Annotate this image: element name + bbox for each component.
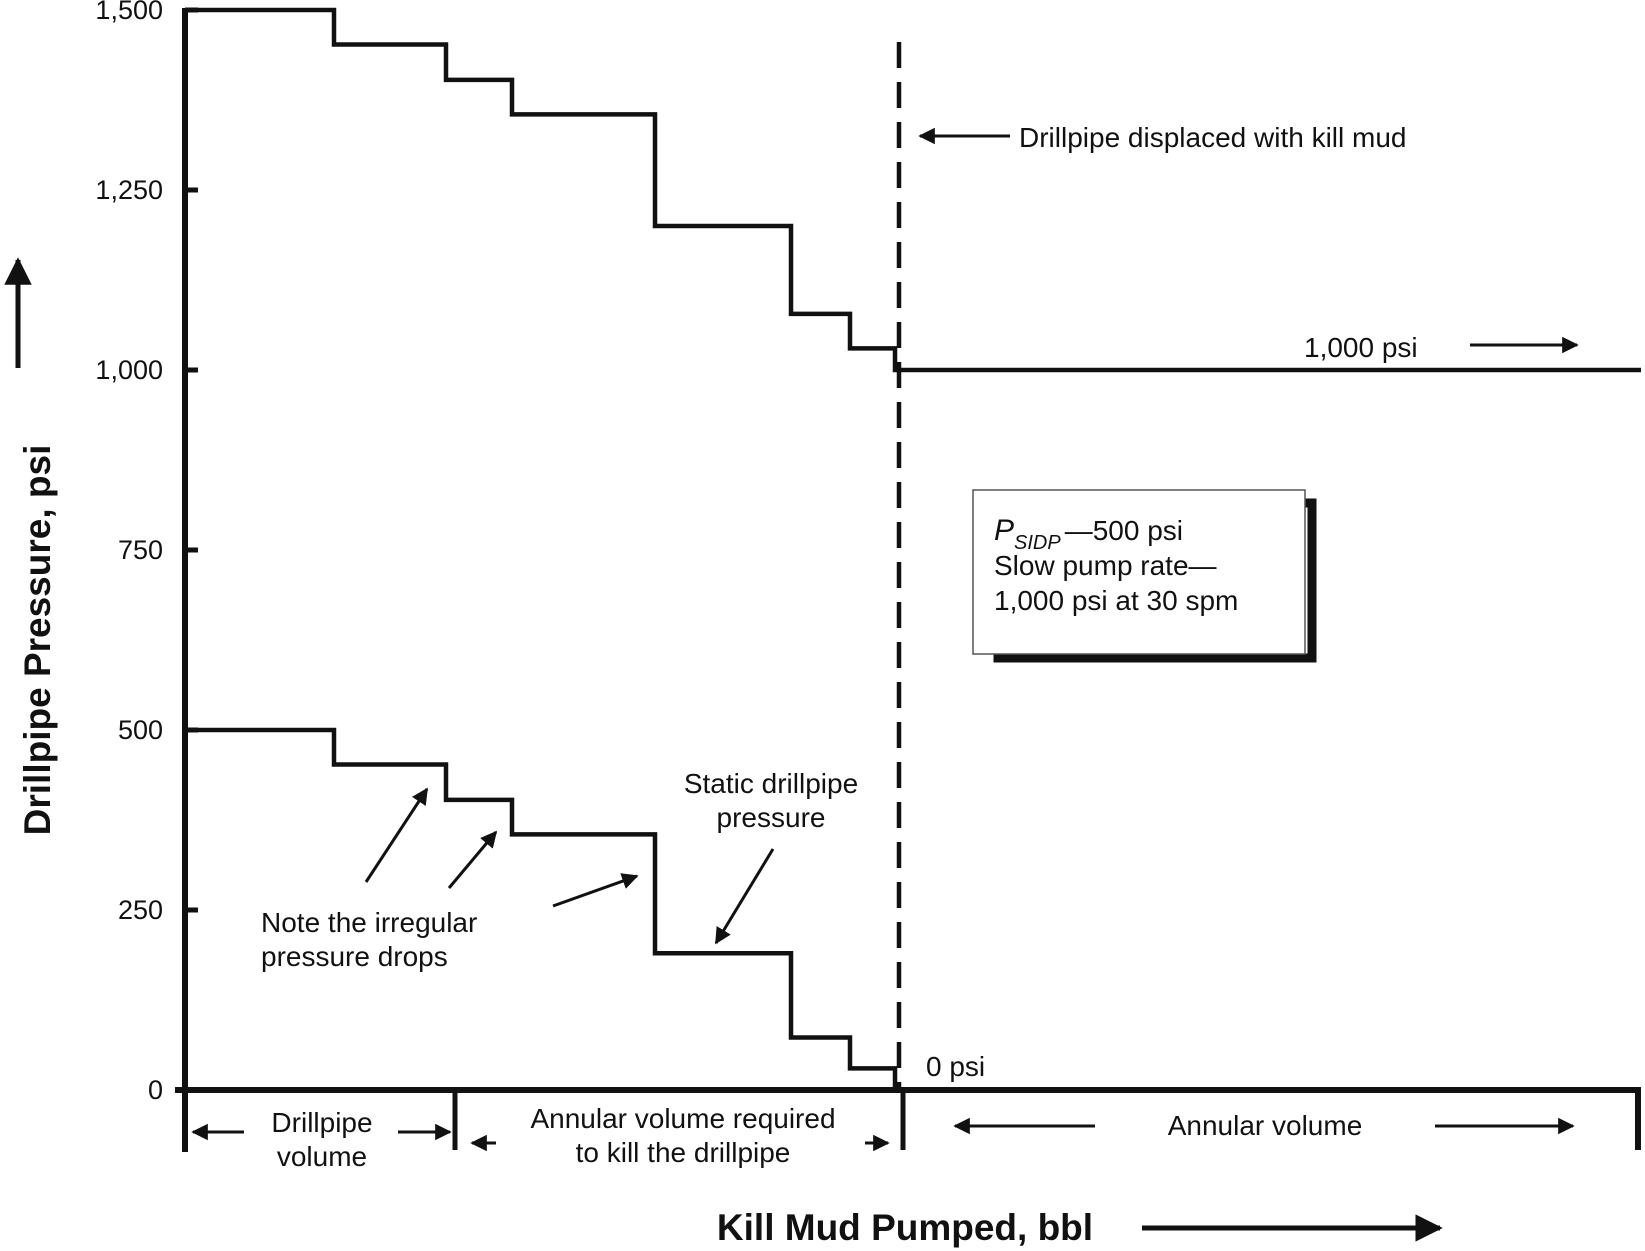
note-arrow-3 xyxy=(552,873,639,908)
series-static-pressure xyxy=(185,727,898,1090)
p-subscript: SIDP xyxy=(1014,532,1061,554)
y-tick-label: 1,000 xyxy=(95,355,163,385)
thousand-psi-label: 1,000 psi xyxy=(1304,332,1418,363)
note-arrow-1 xyxy=(364,787,429,883)
x-axis-title: Kill Mud Pumped, bbl xyxy=(717,1207,1093,1248)
annular-required-line2: to kill the drillpipe xyxy=(576,1137,791,1168)
info-box-line1: PSIDP—500 psi xyxy=(994,514,1183,554)
y-tick-label: 750 xyxy=(118,535,163,565)
p-symbol: P xyxy=(994,514,1014,547)
y-tick-label: 0 xyxy=(148,1075,163,1105)
y-tick-label: 250 xyxy=(118,895,163,925)
static-line1: Static drillpipe xyxy=(684,768,858,799)
info-box-line2: Slow pump rate— xyxy=(994,550,1217,581)
info-box-line3: 1,000 psi at 30 spm xyxy=(994,585,1238,616)
series-circulating-pressure xyxy=(185,7,1641,373)
static-line2: pressure xyxy=(717,802,826,833)
displaced-label: Drillpipe displaced with kill mud xyxy=(1019,122,1407,153)
p-value: —500 psi xyxy=(1065,515,1183,546)
y-tick-label: 1,250 xyxy=(95,175,163,205)
y-axis-title: Drillpipe Pressure, psi xyxy=(17,445,58,836)
drillpipe-volume-line1: Drillpipe xyxy=(271,1107,372,1138)
note-line1: Note the irregular xyxy=(261,907,477,938)
y-tick-label: 1,500 xyxy=(95,0,163,25)
info-box: PSIDP—500 psi Slow pump rate— 1,000 psi … xyxy=(972,489,1317,663)
note-line2: pressure drops xyxy=(261,941,448,972)
info-box-frame xyxy=(972,489,1306,655)
y-ticks: 0 250 500 750 1,000 1,250 1,500 xyxy=(95,0,198,1105)
y-tick-label: 500 xyxy=(118,715,163,745)
drillpipe-volume-line2: volume xyxy=(277,1141,367,1172)
note-arrow-2 xyxy=(447,830,498,889)
annular-volume-label: Annular volume xyxy=(1168,1110,1363,1141)
static-arrow xyxy=(714,848,775,945)
zero-psi-label: 0 psi xyxy=(926,1051,985,1082)
annular-required-line1: Annular volume required xyxy=(530,1103,835,1134)
